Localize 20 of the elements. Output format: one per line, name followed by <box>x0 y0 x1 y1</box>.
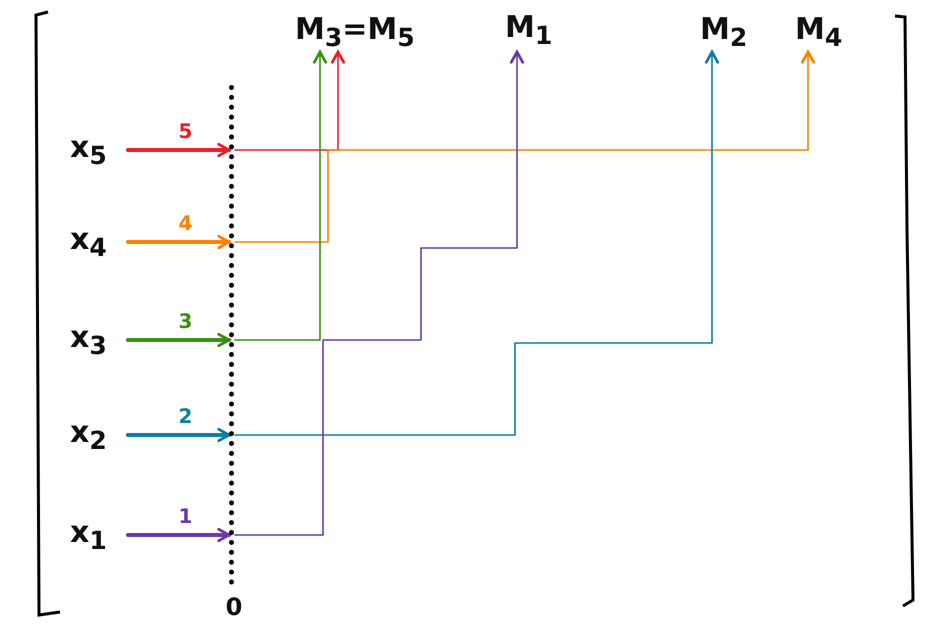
output-label: M$_{3}$=M$_{5}$ <box>295 10 435 52</box>
output-label: M$_{4}$ <box>795 10 870 52</box>
variable-label: x$_{3}$ <box>70 318 128 362</box>
output-label: M$_{2}$ <box>700 10 770 52</box>
variable-label: x$_{4}$ <box>70 220 128 264</box>
arrow <box>126 142 231 158</box>
arrow <box>126 528 231 542</box>
arrow <box>234 50 816 243</box>
variable-label: x$_{5}$ <box>70 128 128 172</box>
arrow <box>126 332 231 348</box>
axis-origin-label: 0 <box>224 593 244 621</box>
arrow <box>234 50 720 436</box>
arrow <box>126 428 231 442</box>
arrow <box>234 50 346 151</box>
arrow <box>234 50 328 341</box>
arrow <box>234 50 524 536</box>
variable-label: x$_{2}$ <box>70 413 128 457</box>
arrow <box>126 234 231 250</box>
variable-label: x$_{1}$ <box>70 513 128 557</box>
output-label: M$_{1}$ <box>505 8 575 52</box>
